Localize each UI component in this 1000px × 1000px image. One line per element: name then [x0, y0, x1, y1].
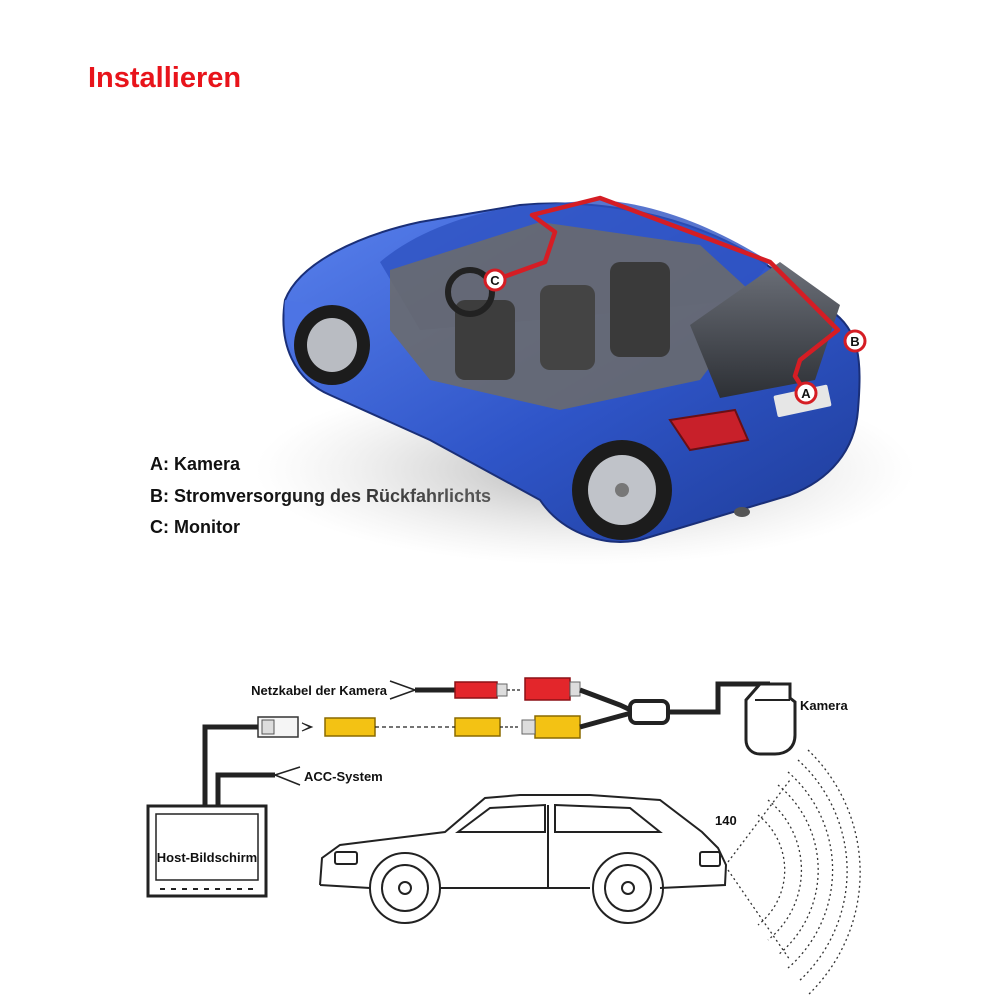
car-icon [255, 200, 915, 565]
monitor-icon: Host-Bildschirm [146, 804, 268, 898]
legend-item-monitor: C: Monitor [150, 517, 240, 537]
monitor-label: Host-Bildschirm [157, 850, 257, 865]
marker-b: B [843, 329, 867, 353]
marker-a: A [794, 381, 818, 405]
wiring-route [494, 195, 841, 394]
svg-text:C: C [490, 273, 500, 288]
rca-connector-yellow-icon [324, 715, 581, 739]
page-title: Installieren [88, 62, 242, 94]
camera-label: Kamera [800, 698, 848, 713]
camera-icon [744, 682, 797, 756]
power-cable-label: Netzkabel der Kamera [251, 683, 388, 698]
detection-arcs [727, 749, 861, 996]
legend-item-camera: A: Kamera [150, 454, 241, 474]
svg-text:B: B [850, 334, 859, 349]
sedan-outline-icon [319, 794, 728, 924]
svg-text:A: A [801, 386, 811, 401]
acc-label: ACC-System [304, 769, 383, 784]
rca-connector-icon [454, 677, 581, 701]
marker-c: C [483, 268, 507, 292]
wiring-diagram [202, 677, 770, 808]
angle-label: 140 [715, 813, 737, 828]
